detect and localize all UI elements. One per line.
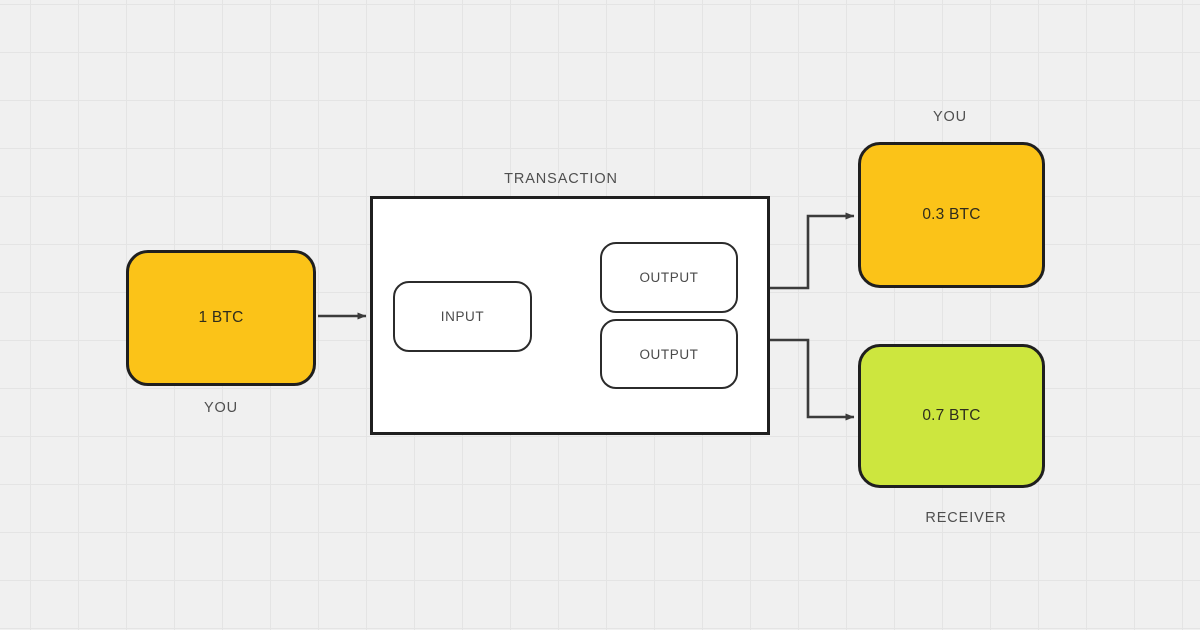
you-output-wallet-node[interactable]: 0.3 BTC <box>858 142 1045 288</box>
transaction-output-box-1[interactable]: OUTPUT <box>600 242 738 313</box>
transaction-output-label-1: OUTPUT <box>639 270 699 285</box>
receiver-wallet-amount: 0.7 BTC <box>922 407 981 424</box>
connector-output1-to-you-wallet <box>770 212 855 290</box>
input-wallet-amount: 1 BTC <box>198 309 244 326</box>
connector-output2-to-receiver-wallet <box>770 338 855 421</box>
transaction-output-box-2[interactable]: OUTPUT <box>600 319 738 389</box>
receiver-wallet-caption: RECEIVER <box>925 510 1007 526</box>
transaction-input-box[interactable]: INPUT <box>393 281 532 352</box>
transaction-output-label-2: OUTPUT <box>639 346 699 362</box>
input-wallet-caption: YOU <box>203 400 239 416</box>
you-wallet-caption: YOU <box>932 109 968 125</box>
you-output-wallet-amount: 0.3 BTC <box>922 206 981 223</box>
transaction-caption: TRANSACTION <box>504 171 618 187</box>
input-wallet-node[interactable]: 1 BTC <box>126 250 316 386</box>
receiver-wallet-node[interactable]: 0.7 BTC <box>858 344 1045 488</box>
transaction-input-label: INPUT <box>440 309 485 324</box>
